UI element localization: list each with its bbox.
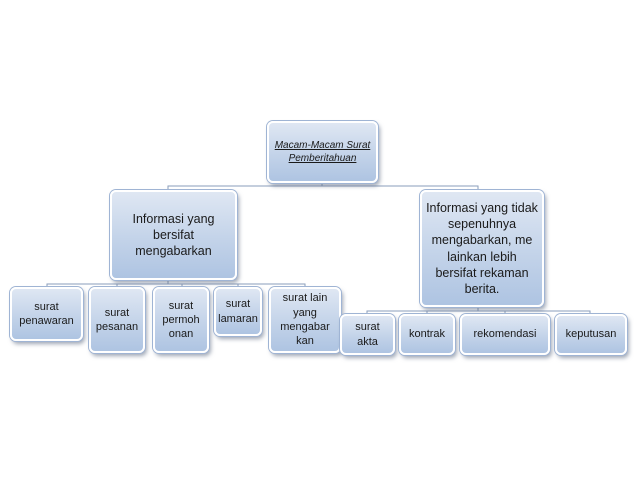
leaf-label: surat permoh onan bbox=[162, 299, 200, 341]
leaf-node: surat lain yang mengabar kan bbox=[269, 287, 341, 353]
leaf-label: rekomendasi bbox=[473, 328, 537, 341]
root-label: Macam-Macam Surat Pemberitahuan bbox=[274, 140, 371, 164]
branch-label: Informasi yang bersifat mengabarkan bbox=[132, 211, 215, 259]
leaf-node: rekomendasi bbox=[460, 314, 550, 355]
leaf-node: surat pesanan bbox=[89, 287, 145, 353]
leaf-label: surat akta bbox=[355, 321, 380, 348]
branch-label: Informasi yang tidak sepenuhnya mengabar… bbox=[426, 200, 538, 296]
leaf-node: keputusan bbox=[555, 314, 627, 355]
connector-left-branch-to-leaves bbox=[46, 281, 306, 287]
leaf-label: surat lamaran bbox=[218, 298, 258, 325]
leaf-label: surat lain yang mengabar kan bbox=[280, 292, 330, 348]
connector-right-branch-to-leaves bbox=[366, 308, 591, 314]
root-node: Macam-Macam Surat Pemberitahuan bbox=[267, 121, 378, 183]
leaf-node: surat akta bbox=[340, 314, 395, 355]
leaf-label: surat pesanan bbox=[95, 306, 139, 333]
leaf-node: surat lamaran bbox=[214, 287, 262, 336]
leaf-label: keputusan bbox=[565, 328, 617, 341]
leaf-node: kontrak bbox=[399, 314, 455, 355]
connector-root-to-branches bbox=[167, 183, 479, 190]
branch-node-mengabarkan: Informasi yang bersifat mengabarkan bbox=[110, 190, 237, 280]
leaf-label: kontrak bbox=[408, 328, 446, 341]
leaf-label: surat penawaran bbox=[19, 300, 74, 327]
branch-node-rekaman-berita: Informasi yang tidak sepenuhnya mengabar… bbox=[420, 190, 544, 307]
leaf-node: surat penawaran bbox=[10, 287, 83, 341]
leaf-node: surat permoh onan bbox=[153, 287, 209, 353]
